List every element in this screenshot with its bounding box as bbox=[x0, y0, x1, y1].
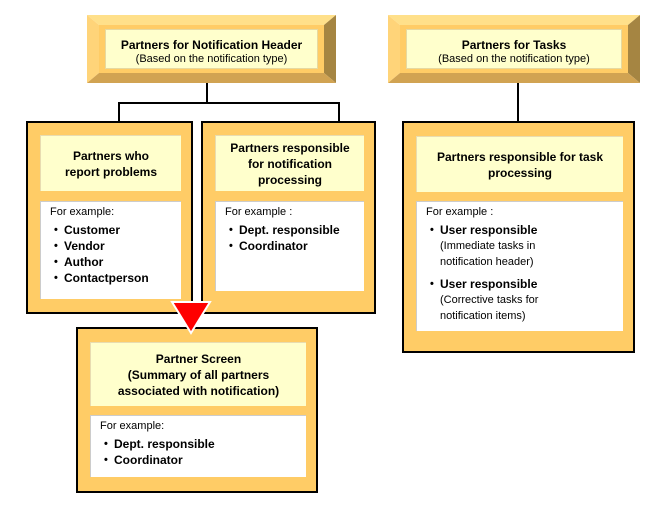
examples-lead: For example: bbox=[50, 206, 115, 218]
list-item: •Dept. responsible bbox=[104, 437, 215, 451]
list-item: •Customer bbox=[54, 223, 121, 237]
bullet-icon: • bbox=[54, 224, 58, 236]
connector-tasks-down bbox=[517, 82, 519, 122]
notification-processing-title: Partners responsible for notification pr… bbox=[215, 135, 364, 191]
partner-screen-examples: For example: •Dept. responsible •Coordin… bbox=[90, 415, 306, 477]
report-problems-examples: For example: •Customer •Vendor •Author •… bbox=[40, 201, 181, 299]
list-item: •Vendor bbox=[54, 239, 105, 253]
tasks-header-title: Partners for Tasks bbox=[461, 38, 567, 52]
bullet-icon: • bbox=[54, 256, 58, 268]
bullet-icon: • bbox=[229, 224, 233, 236]
bullet-icon: • bbox=[104, 454, 108, 466]
bullet-icon: • bbox=[229, 240, 233, 252]
list-item: •Coordinator bbox=[104, 453, 183, 467]
task-processing-title: Partners responsible for task processing bbox=[416, 136, 623, 192]
examples-lead: For example: bbox=[100, 420, 165, 432]
connector-left-branch bbox=[118, 102, 120, 122]
examples-lead: For example : bbox=[426, 206, 494, 218]
bullet-icon: • bbox=[54, 240, 58, 252]
tasks-header-subtitle: (Based on the notification type) bbox=[438, 53, 590, 65]
list-item: •Coordinator bbox=[229, 239, 308, 253]
bullet-icon: • bbox=[430, 224, 434, 236]
report-problems-title: Partners who report problems bbox=[40, 135, 181, 191]
tasks-header-box: Partners for Tasks (Based on the notific… bbox=[388, 15, 640, 83]
bullet-icon: • bbox=[430, 278, 434, 290]
examples-list: •Dept. responsible •Coordinator bbox=[225, 222, 364, 254]
examples-lead: For example : bbox=[225, 206, 293, 218]
bullet-icon: • bbox=[54, 272, 58, 284]
list-item: •Dept. responsible bbox=[229, 223, 340, 237]
list-item: • User responsible (Immediate tasks in n… bbox=[430, 223, 538, 268]
notification-processing-examples: For example : •Dept. responsible •Coordi… bbox=[215, 201, 364, 291]
notification-processing-box: Partners responsible for notification pr… bbox=[201, 121, 376, 314]
merge-arrow-icon bbox=[170, 301, 212, 335]
examples-list: •Customer •Vendor •Author •Contactperson bbox=[50, 222, 181, 286]
examples-list: •Dept. responsible •Coordinator bbox=[100, 436, 306, 468]
task-processing-examples: For example : • User responsible (Immedi… bbox=[416, 201, 623, 331]
report-problems-box: Partners who report problems For example… bbox=[26, 121, 193, 314]
list-item: •Author bbox=[54, 255, 104, 269]
partner-screen-title: Partner Screen (Summary of all partners … bbox=[90, 342, 306, 406]
notification-header-subtitle: (Based on the notification type) bbox=[135, 53, 288, 65]
connector-header-down bbox=[206, 82, 208, 102]
notification-header-title: Partners for Notification Header bbox=[120, 38, 303, 52]
notification-header-box: Partners for Notification Header (Based … bbox=[87, 15, 336, 83]
connector-horizontal bbox=[118, 102, 340, 104]
examples-list: • User responsible (Immediate tasks in n… bbox=[426, 222, 623, 324]
connector-right-branch bbox=[338, 102, 340, 122]
partner-screen-box: Partner Screen (Summary of all partners … bbox=[76, 327, 318, 493]
bullet-icon: • bbox=[104, 438, 108, 450]
list-item: • User responsible (Corrective tasks for… bbox=[430, 277, 539, 322]
task-processing-box: Partners responsible for task processing… bbox=[402, 121, 635, 353]
list-item: •Contactperson bbox=[54, 271, 149, 285]
